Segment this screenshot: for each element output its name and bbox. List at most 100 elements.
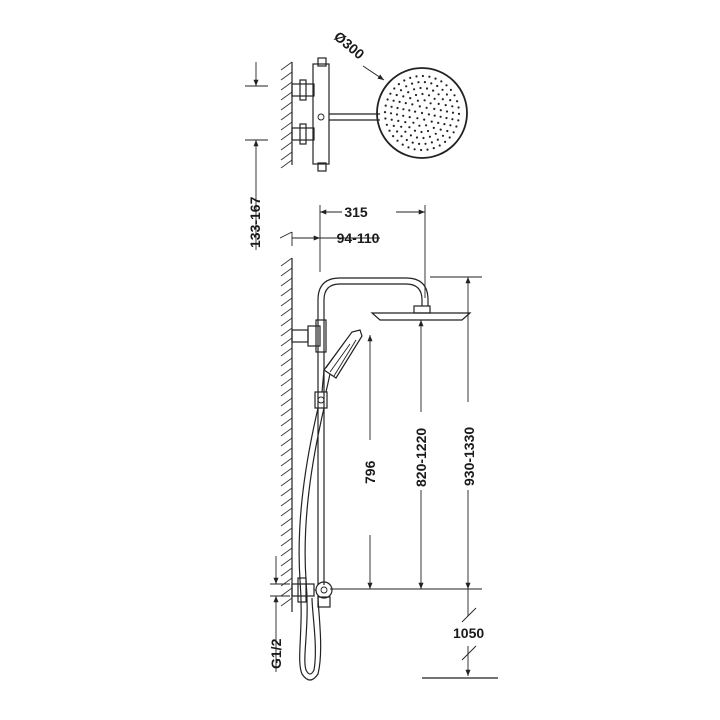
total-height-label: 930-1330 <box>461 427 477 486</box>
mixer-top-view <box>291 57 330 172</box>
hatch-line <box>280 347 293 357</box>
nozzle-dot <box>383 111 387 114</box>
nozzle-dot <box>400 125 403 128</box>
nozzle-dot <box>456 100 459 103</box>
hatch-line <box>280 507 293 517</box>
nozzle-dot <box>452 131 455 134</box>
mount-offset-dimension: 133-167 <box>245 62 268 250</box>
hatch-line <box>280 497 293 507</box>
hatch-line <box>280 257 293 267</box>
nozzle-dot <box>425 124 428 127</box>
nozzle-dot <box>390 118 393 121</box>
nozzle-dot <box>409 134 412 137</box>
nozzle-dot <box>443 123 446 126</box>
nozzle-dot <box>407 146 410 149</box>
wall-hatch-top <box>280 61 293 169</box>
nozzle-dot <box>445 110 449 113</box>
nozzle-dot <box>439 115 442 118</box>
vertical-dimensions: 796 820-1220 930-1330 <box>330 276 482 590</box>
nozzle-dot <box>432 147 435 150</box>
nozzle-dot <box>395 93 398 97</box>
nozzle-dot <box>428 135 431 138</box>
diameter-dimension: Ø300 <box>331 28 385 81</box>
nozzle-dot <box>437 93 440 96</box>
nozzle-dot <box>419 86 422 90</box>
nozzle-dot <box>429 102 432 105</box>
nozzle-dot <box>412 121 415 124</box>
nozzle-dot <box>421 74 424 78</box>
nozzle-dot <box>433 114 436 117</box>
nozzle-dot <box>432 126 435 129</box>
nozzle-dot <box>404 121 407 124</box>
side-view: 315 94-110 <box>268 204 498 681</box>
nozzle-dot <box>423 118 426 121</box>
nozzle-dot <box>408 126 411 129</box>
nozzle-dot <box>423 99 426 102</box>
nozzle-dot <box>433 97 436 100</box>
nozzle-dot <box>438 144 441 147</box>
nozzle-dot <box>425 87 429 90</box>
hatch-line <box>280 567 293 577</box>
nozzle-dot <box>451 105 454 108</box>
shower-arm-top-view <box>329 113 380 121</box>
nozzle-dot <box>385 123 388 126</box>
nozzle-dot <box>415 136 419 139</box>
hand-shower <box>321 329 363 393</box>
nozzle-dot <box>393 87 396 90</box>
hatch-line <box>280 297 293 307</box>
nozzle-dot <box>437 121 440 124</box>
nozzle-dot <box>421 92 424 96</box>
hatch-line <box>280 287 293 297</box>
hatch-line <box>280 437 293 447</box>
nozzle-dot <box>396 130 399 133</box>
hatch-line <box>280 377 293 387</box>
nozzle-dot <box>413 88 416 91</box>
hatch-line <box>280 267 293 277</box>
nozzle-dot <box>428 75 431 78</box>
nozzle-dot <box>449 88 452 91</box>
nozzle-dot <box>409 76 412 79</box>
hatch-line <box>280 487 293 497</box>
nozzle-dot <box>408 116 411 119</box>
nozzle-dot <box>420 130 423 134</box>
nozzle-dot <box>390 105 393 108</box>
nozzle-dot <box>457 106 460 109</box>
nozzle-dot <box>427 113 430 116</box>
nozzle-dot <box>427 94 431 97</box>
nozzle-dot <box>405 85 408 88</box>
nozzle-dot <box>451 111 455 114</box>
nozzle-dot <box>436 138 439 141</box>
hatch-line <box>280 317 293 327</box>
hatch-line <box>280 327 293 337</box>
nozzle-dot <box>420 148 423 152</box>
hatch-line <box>280 557 293 567</box>
nozzle-dot <box>439 128 442 131</box>
nozzle-dot <box>425 106 428 109</box>
nozzle-dot <box>455 125 458 128</box>
hatch-line <box>280 527 293 537</box>
nozzle-dot <box>384 117 387 120</box>
nozzle-dots <box>383 74 461 152</box>
hatch-line <box>280 447 293 457</box>
nozzle-dot <box>418 142 421 145</box>
nozzle-dot <box>416 117 419 120</box>
hatch-line <box>280 547 293 557</box>
nozzle-dot <box>396 106 399 110</box>
shower-hose <box>298 407 325 681</box>
shower-head-top-view <box>376 67 468 159</box>
nozzle-dot <box>424 142 427 145</box>
diameter-label: Ø300 <box>331 28 368 62</box>
nozzle-dot <box>440 80 443 83</box>
nozzle-dot <box>392 135 395 138</box>
nozzle-dot <box>414 110 417 113</box>
nozzle-dot <box>445 116 448 120</box>
nozzle-dot <box>413 129 417 132</box>
nozzle-dot <box>411 141 414 144</box>
hatch-line <box>280 417 293 427</box>
nozzle-dot <box>418 124 421 127</box>
nozzle-dot <box>441 88 444 91</box>
nozzle-dot <box>399 89 403 92</box>
nozzle-dot <box>434 77 437 80</box>
handshower-height-label: 796 <box>362 460 378 484</box>
